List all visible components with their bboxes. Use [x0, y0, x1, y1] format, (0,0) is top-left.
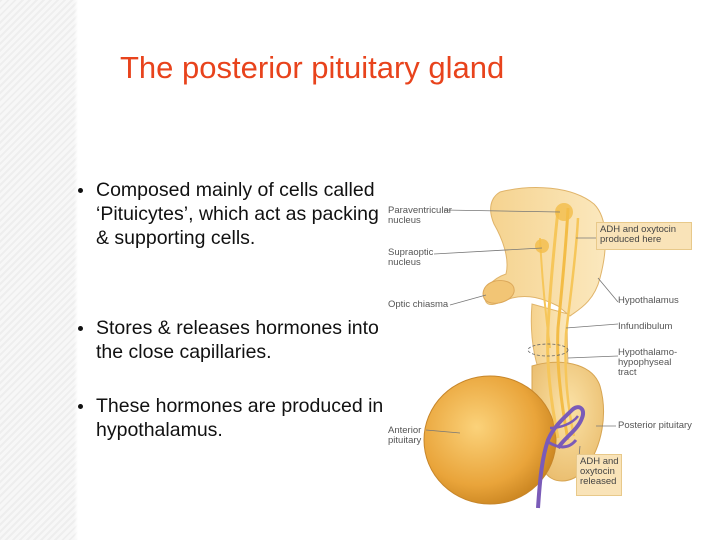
label-infundibulum: Infundibulum: [618, 321, 673, 332]
bullet-dot-icon: [78, 404, 83, 409]
label-supraoptic-nucleus: Supraoptic nucleus: [388, 247, 434, 268]
bullet-text: Composed mainly of cells called ‘Pituicy…: [96, 179, 379, 249]
bullet-text: Stores & releases hormones into the clos…: [96, 317, 379, 363]
label-paraventricular-nucleus: Paraventricular nucleus: [388, 205, 452, 226]
label-hypothalamus: Hypothalamus: [618, 295, 679, 306]
label-optic-chiasma: Optic chiasma: [388, 299, 449, 310]
label-posterior-pituitary: Posterior pituitary: [618, 420, 692, 431]
bullet-dot-icon: [78, 188, 83, 193]
bullet-text: These hormones are produced in hypothala…: [96, 395, 384, 441]
label-adh-produced: ADH and oxytocin produced here: [596, 222, 692, 250]
label-anterior-pituitary: Anterior pituitary: [388, 425, 422, 446]
slide-title: The posterior pituitary gland: [120, 50, 505, 85]
decorative-side-bar: [0, 0, 78, 540]
bullet-dot-icon: [78, 326, 83, 331]
pituitary-diagram: Paraventricular nucleus Supraoptic nucle…: [382, 178, 712, 510]
label-adh-released: ADH and oxytocin released: [576, 454, 622, 496]
label-hypothalamo-hypophyseal-tract: Hypothalamo- hypophyseal tract: [618, 347, 678, 378]
